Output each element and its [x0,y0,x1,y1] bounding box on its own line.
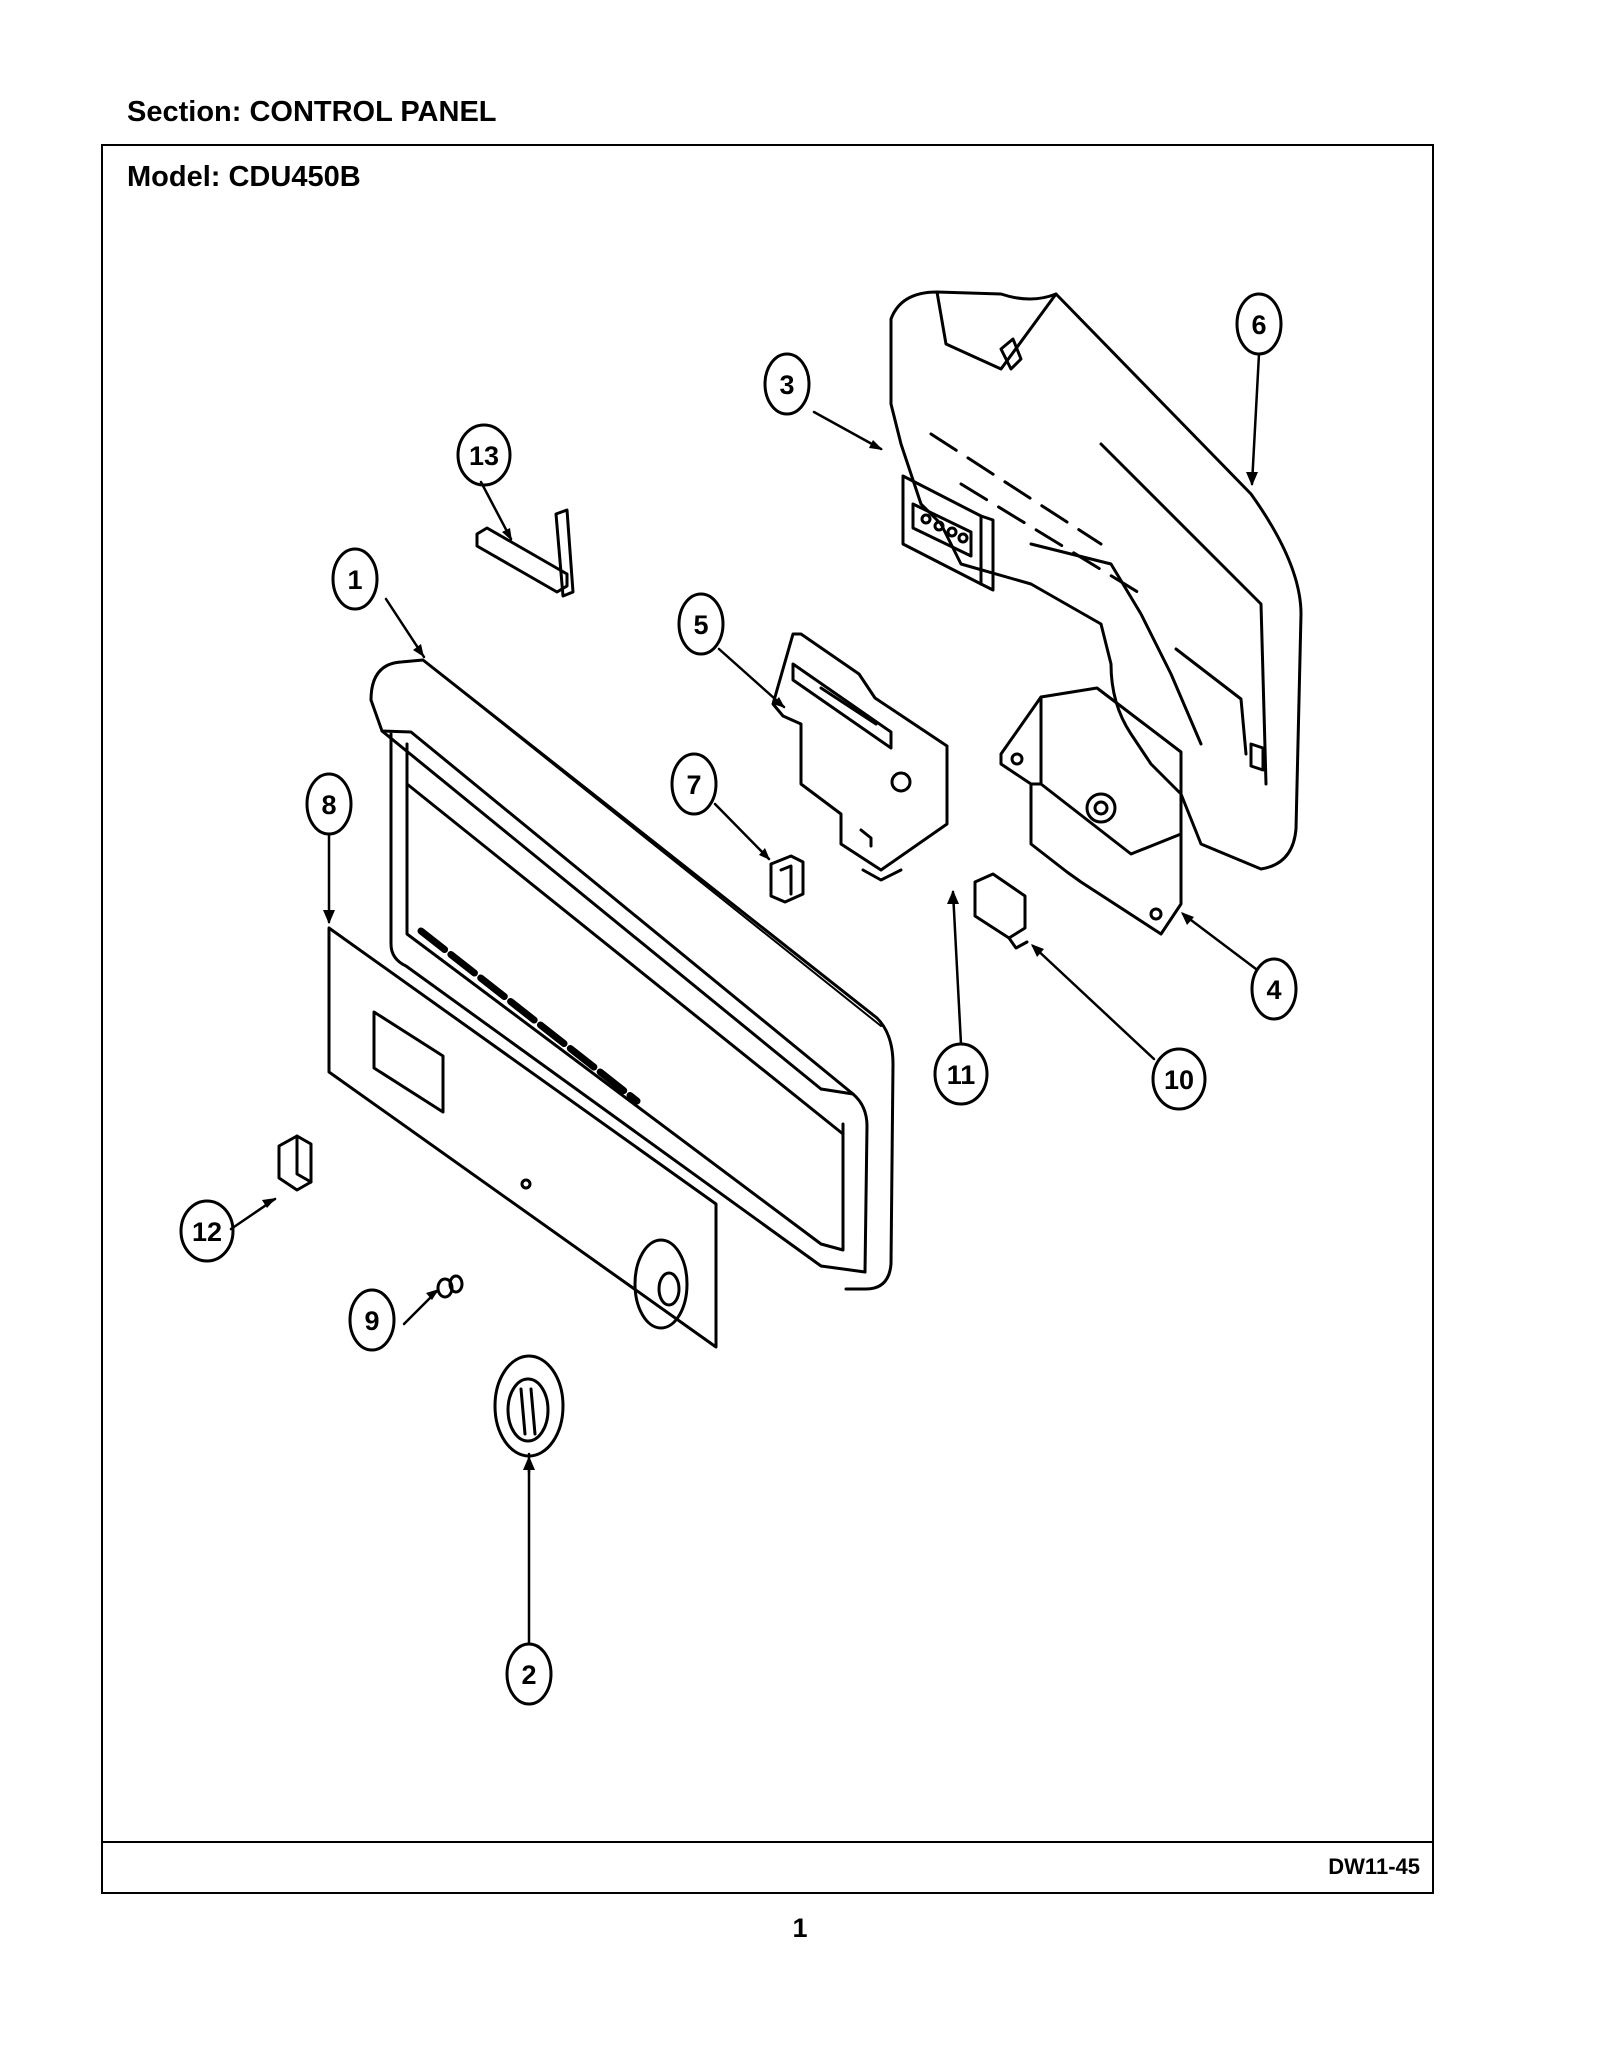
part-5-latch-housing [771,632,949,882]
callout-13: 13 [469,441,499,471]
part-10-micro-switch [973,872,1029,950]
callout-7: 7 [686,770,701,800]
diagram-frame: Model: CDU450B DW11-45 [101,144,1434,1894]
callout-2: 2 [521,1660,536,1690]
part-2-knob [493,1354,565,1458]
footer-divider [103,1841,1432,1843]
part-12-button [277,1134,313,1192]
part-1-panel-frame [369,658,895,1291]
part-8-overlay-panel [327,926,718,1349]
callout-circles [179,292,1298,1706]
callout-1: 1 [347,565,362,595]
callout-11: 11 [947,1060,976,1090]
part-3-terminal-block [901,474,995,592]
callout-4: 4 [1266,975,1281,1005]
callout-10: 10 [1164,1065,1194,1095]
section-title: Section: CONTROL PANEL [127,96,497,128]
part-4-timer [999,686,1183,936]
callout-5: 5 [693,610,708,640]
arrow-heads [262,440,1258,1470]
part-9-washer [436,1274,464,1299]
drawing-code: DW11-45 [1328,1854,1420,1879]
part-13-gasket-strip [475,508,575,598]
callout-3: 3 [779,370,794,400]
part-7-switch [769,854,805,904]
callout-9: 9 [364,1306,379,1336]
leader-lines [229,352,1261,1646]
page-number: 1 [792,1913,808,1943]
callout-6: 6 [1251,310,1266,340]
callout-8: 8 [321,790,336,820]
model-title: Model: CDU450B [127,161,361,193]
part-6-housing [889,290,1303,871]
exploded-parts-diagram: 1 2 3 4 5 6 7 8 9 10 11 12 13 [179,290,1303,1706]
callout-12: 12 [192,1217,222,1247]
